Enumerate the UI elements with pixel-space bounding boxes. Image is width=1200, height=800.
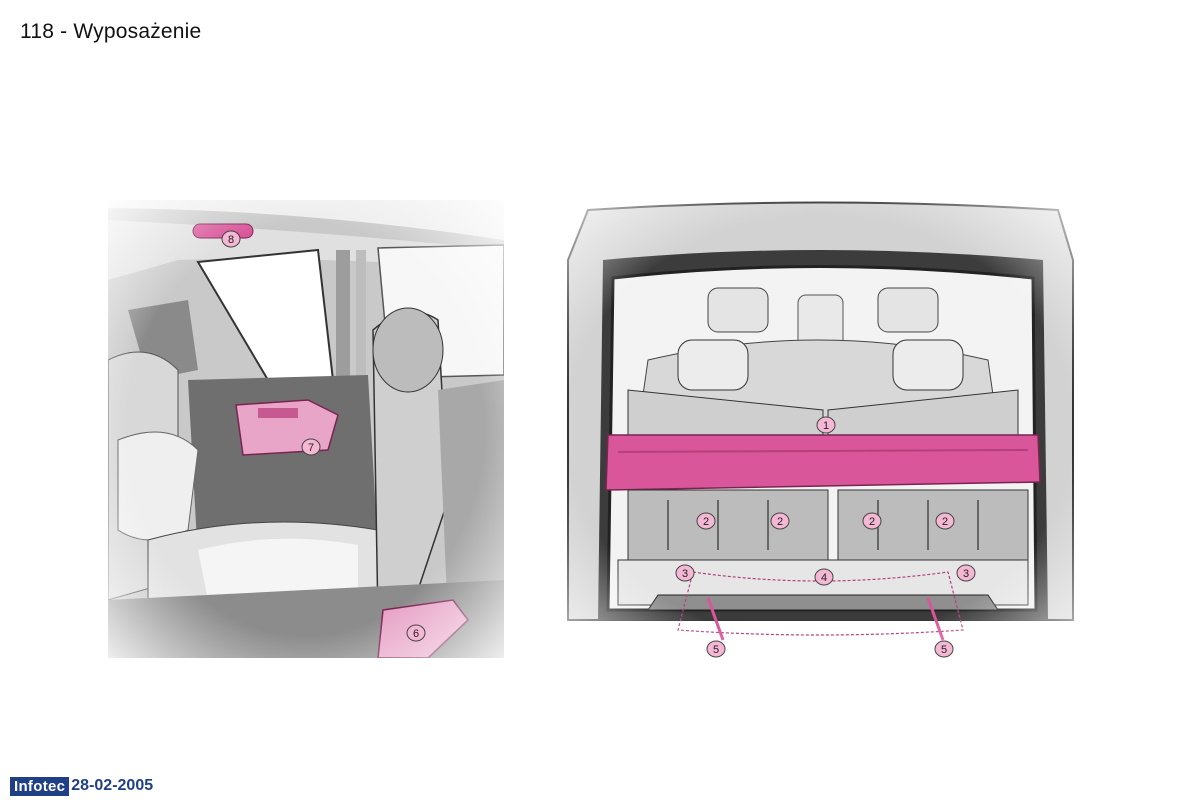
callout-7-label: 7 — [308, 442, 314, 454]
callout-2d: 2 — [935, 512, 955, 535]
callout-2c: 2 — [862, 512, 882, 535]
callout-2c-label: 2 — [869, 516, 875, 528]
callout-2b: 2 — [770, 512, 790, 535]
footer-date: 28-02-2005 — [71, 777, 154, 794]
callout-8-label: 8 — [228, 234, 234, 246]
callout-6: 6 — [406, 624, 426, 647]
callout-4: 4 — [814, 568, 834, 591]
callout-3b-label: 3 — [963, 568, 969, 580]
callout-3a: 3 — [675, 564, 695, 587]
callout-3a-label: 3 — [682, 568, 688, 580]
callout-5b: 5 — [934, 640, 954, 663]
callout-5b-label: 5 — [941, 644, 947, 656]
callout-3b: 3 — [956, 564, 976, 587]
callout-6-label: 6 — [413, 628, 419, 640]
callout-5a: 5 — [706, 640, 726, 663]
interior-rear-seat-illustration: 8 7 6 — [107, 200, 505, 659]
page-title: 118 - Wyposażenie — [20, 20, 202, 43]
callout-4-label: 4 — [821, 572, 827, 584]
callout-1: 1 — [816, 416, 836, 439]
callout-8: 8 — [221, 230, 241, 253]
callout-2a-label: 2 — [703, 516, 709, 528]
interior-illustration-svg — [107, 200, 505, 659]
callout-1-label: 1 — [823, 420, 829, 432]
callout-2d-label: 2 — [942, 516, 948, 528]
trunk-illustration: 1 2 2 2 2 3 4 3 5 5 — [548, 200, 1092, 658]
callout-2a: 2 — [696, 512, 716, 535]
infotec-logo: Infotec — [10, 776, 70, 796]
callout-2b-label: 2 — [777, 516, 783, 528]
callout-5a-label: 5 — [713, 644, 719, 656]
footer: Infotec 28-02-2005 — [10, 776, 153, 796]
callout-7: 7 — [301, 438, 321, 461]
